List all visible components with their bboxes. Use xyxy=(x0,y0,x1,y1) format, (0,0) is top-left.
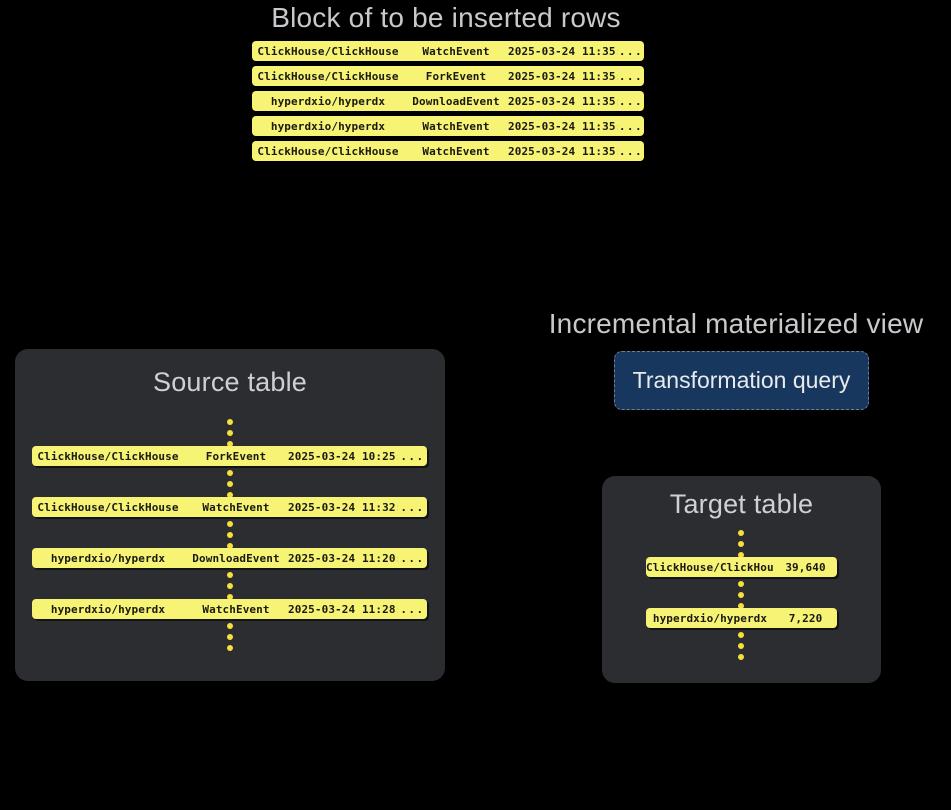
row-repo: ClickHouse/ClickHouse xyxy=(646,560,774,574)
block-row: ClickHouse/ClickHouse WatchEvent 2025-03… xyxy=(252,141,644,161)
row-event: WatchEvent xyxy=(202,500,270,514)
row-event: ForkEvent xyxy=(205,449,267,463)
row-repo: ClickHouse/ClickHouse xyxy=(37,500,179,514)
source-table-row: hyperdxio/hyperdx DownloadEvent 2025-03-… xyxy=(32,548,427,568)
row-repo: hyperdxio/hyperdx xyxy=(270,119,386,133)
block-row: ClickHouse/ClickHouse WatchEvent 2025-03… xyxy=(252,41,644,61)
ellipsis-dots xyxy=(227,419,233,447)
source-table-row: ClickHouse/ClickHouse ForkEvent 2025-03-… xyxy=(32,446,427,466)
row-more: ... xyxy=(618,69,644,83)
row-time: 2025-03-24 11:20:12 xyxy=(288,551,398,565)
transformation-query-box[interactable]: Transformation query xyxy=(614,351,869,410)
row-more: ... xyxy=(400,500,425,514)
ellipsis-dots xyxy=(227,521,233,549)
row-time: 2025-03-24 11:35:44 xyxy=(508,69,618,83)
row-time: 2025-03-24 11:35:54 xyxy=(508,144,618,158)
ellipsis-dots xyxy=(227,623,233,651)
row-more: ... xyxy=(618,144,644,158)
ellipsis-dots xyxy=(227,470,233,498)
row-count: 39,640 xyxy=(785,560,826,574)
row-time: 2025-03-24 11:35:52 xyxy=(508,119,618,133)
row-repo: hyperdxio/hyperdx xyxy=(50,602,166,616)
row-repo: ClickHouse/ClickHouse xyxy=(257,144,399,158)
row-repo: ClickHouse/ClickHouse xyxy=(257,44,399,58)
row-more: ... xyxy=(400,449,425,463)
row-more: ... xyxy=(618,119,644,133)
block-title: Block of to be inserted rows xyxy=(271,2,621,33)
row-more: ... xyxy=(400,602,425,616)
row-event: DownloadEvent xyxy=(192,551,280,565)
row-event: WatchEvent xyxy=(422,144,490,158)
row-event: DownloadEvent xyxy=(412,94,500,108)
ellipsis-dots xyxy=(738,581,744,609)
row-more: ... xyxy=(618,94,644,108)
row-time: 2025-03-24 10:25:00 xyxy=(288,449,398,463)
row-event: ForkEvent xyxy=(425,69,487,83)
ellipsis-dots xyxy=(738,632,744,660)
row-more: ... xyxy=(400,551,425,565)
source-table-title: Source table xyxy=(153,367,307,397)
target-table-title: Target table xyxy=(669,489,814,519)
ellipsis-dots xyxy=(738,530,744,558)
row-more: ... xyxy=(618,44,644,58)
row-time: 2025-03-24 11:35:40 xyxy=(508,44,618,58)
ellipsis-dots xyxy=(227,572,233,600)
row-repo: hyperdxio/hyperdx xyxy=(652,611,768,625)
row-repo: ClickHouse/ClickHouse xyxy=(37,449,179,463)
row-repo: hyperdxio/hyperdx xyxy=(50,551,166,565)
target-table-row: ClickHouse/ClickHouse 39,640 xyxy=(646,557,837,577)
row-repo: ClickHouse/ClickHouse xyxy=(257,69,399,83)
block-row: hyperdxio/hyperdx DownloadEvent 2025-03-… xyxy=(252,91,644,111)
row-time: 2025-03-24 11:32:54 xyxy=(288,500,398,514)
target-table-row: hyperdxio/hyperdx 7,220 xyxy=(646,608,837,628)
source-table-row: ClickHouse/ClickHouse WatchEvent 2025-03… xyxy=(32,497,427,517)
block-row: hyperdxio/hyperdx WatchEvent 2025-03-24 … xyxy=(252,116,644,136)
row-event: WatchEvent xyxy=(422,119,490,133)
row-event: WatchEvent xyxy=(202,602,270,616)
row-time: 2025-03-24 11:28:32 xyxy=(288,602,398,616)
materialized-view-title: Incremental materialized view xyxy=(548,308,924,339)
block-row: ClickHouse/ClickHouse ForkEvent 2025-03-… xyxy=(252,66,644,86)
source-table-row: hyperdxio/hyperdx WatchEvent 2025-03-24 … xyxy=(32,599,427,619)
row-count: 7,220 xyxy=(788,611,823,625)
row-time: 2025-03-24 11:35:48 xyxy=(508,94,618,108)
row-event: WatchEvent xyxy=(422,44,490,58)
row-repo: hyperdxio/hyperdx xyxy=(270,94,386,108)
